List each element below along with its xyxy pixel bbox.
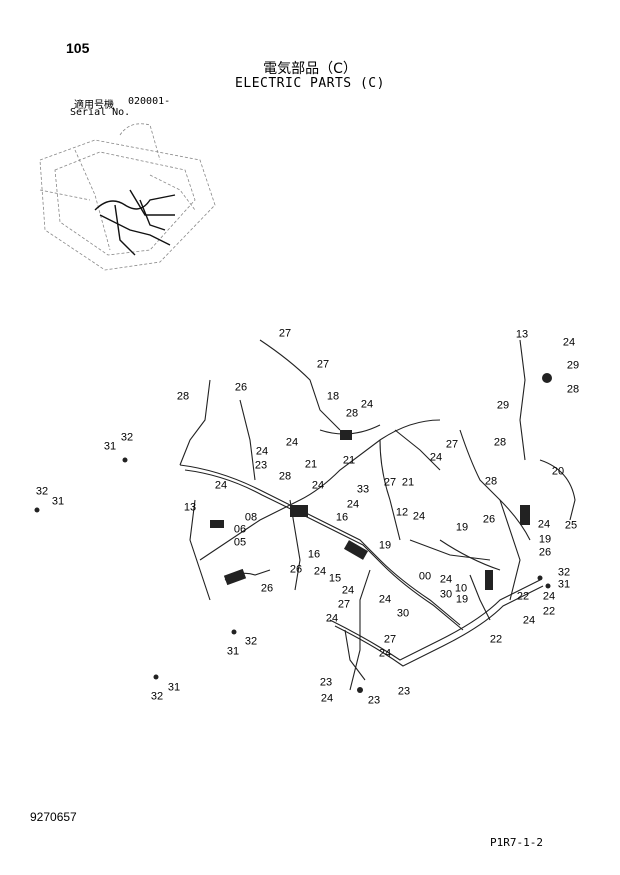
callout-label: 28 bbox=[278, 470, 292, 483]
callout-label: 31 bbox=[103, 440, 117, 453]
callout-label: 00 bbox=[418, 570, 432, 583]
callout-label: 28 bbox=[493, 436, 507, 449]
callout-label: 27 bbox=[278, 327, 292, 340]
serial-label-english: Serial No. bbox=[70, 107, 131, 118]
callout-label: 24 bbox=[412, 510, 426, 523]
callout-label: 24 bbox=[439, 573, 453, 586]
callout-label: 19 bbox=[378, 539, 392, 552]
callout-label: 15 bbox=[328, 572, 342, 585]
callout-label: 23 bbox=[397, 685, 411, 698]
callout-label: 24 bbox=[537, 518, 551, 531]
callout-label: 24 bbox=[285, 436, 299, 449]
callout-label: 08 bbox=[244, 511, 258, 524]
callout-label: 30 bbox=[439, 588, 453, 601]
callout-label: 23 bbox=[367, 694, 381, 707]
callout-label: 24 bbox=[346, 498, 360, 511]
callout-label: 29 bbox=[566, 359, 580, 372]
page-code: P1R7-1-2 bbox=[490, 836, 543, 849]
callout-label: 31 bbox=[557, 578, 571, 591]
callout-label: 32 bbox=[557, 566, 571, 579]
serial-range: 020001- bbox=[128, 96, 171, 107]
callout-label: 05 bbox=[233, 536, 247, 549]
callout-label: 24 bbox=[214, 479, 228, 492]
callout-label: 19 bbox=[538, 533, 552, 546]
callout-label: 20 bbox=[551, 465, 565, 478]
callout-label: 28 bbox=[566, 383, 580, 396]
callout-label: 24 bbox=[562, 336, 576, 349]
callout-label: 24 bbox=[378, 647, 392, 660]
callout-label: 24 bbox=[360, 398, 374, 411]
callout-label: 26 bbox=[260, 582, 274, 595]
callout-label: 24 bbox=[341, 584, 355, 597]
callout-label: 21 bbox=[401, 476, 415, 489]
callout-label: 16 bbox=[307, 548, 321, 561]
callout-label: 27 bbox=[445, 438, 459, 451]
callout-label: 16 bbox=[335, 511, 349, 524]
callout-label: 19 bbox=[455, 521, 469, 534]
callout-label: 13 bbox=[515, 328, 529, 341]
callout-label: 24 bbox=[311, 479, 325, 492]
callout-label: 31 bbox=[167, 681, 181, 694]
callout-label: 26 bbox=[289, 563, 303, 576]
callout-label: 24 bbox=[325, 612, 339, 625]
callout-label: 10 bbox=[454, 582, 468, 595]
callout-label: 32 bbox=[120, 431, 134, 444]
callout-label: 13 bbox=[183, 501, 197, 514]
callout-label: 32 bbox=[35, 485, 49, 498]
callout-label: 24 bbox=[313, 565, 327, 578]
callout-label: 24 bbox=[429, 451, 443, 464]
document-number: 9270657 bbox=[30, 810, 77, 824]
callout-label: 26 bbox=[234, 381, 248, 394]
callout-label: 24 bbox=[542, 590, 556, 603]
callout-label: 27 bbox=[383, 633, 397, 646]
callout-label: 19 bbox=[455, 593, 469, 606]
callout-label: 24 bbox=[320, 692, 334, 705]
serial-label-japanese: 適用号機 bbox=[74, 100, 114, 111]
callout-label: 28 bbox=[176, 390, 190, 403]
callout-label: 27 bbox=[337, 598, 351, 611]
callout-label: 33 bbox=[356, 483, 370, 496]
callout-label: 32 bbox=[244, 635, 258, 648]
callout-label: 21 bbox=[304, 458, 318, 471]
callout-label: 24 bbox=[255, 445, 269, 458]
callout-label: 27 bbox=[383, 476, 397, 489]
callout-label: 27 bbox=[316, 358, 330, 371]
callout-label: 28 bbox=[345, 407, 359, 420]
title-japanese: 電気部品（C） bbox=[263, 61, 357, 77]
callout-label: 30 bbox=[396, 607, 410, 620]
callout-label: 06 bbox=[233, 523, 247, 536]
callout-label: 18 bbox=[326, 390, 340, 403]
callout-label: 22 bbox=[516, 590, 530, 603]
title-english: ELECTRIC PARTS (C) bbox=[235, 76, 385, 91]
page-number: 105 bbox=[66, 40, 90, 56]
callout-label: 24 bbox=[522, 614, 536, 627]
callout-label: 28 bbox=[484, 475, 498, 488]
callout-label: 22 bbox=[489, 633, 503, 646]
callout-label: 26 bbox=[538, 546, 552, 559]
callout-label: 23 bbox=[254, 459, 268, 472]
callout-label: 32 bbox=[150, 690, 164, 703]
callout-label: 25 bbox=[564, 519, 578, 532]
callout-label: 26 bbox=[482, 513, 496, 526]
callout-label: 22 bbox=[542, 605, 556, 618]
callout-label: 31 bbox=[226, 645, 240, 658]
callout-label: 24 bbox=[378, 593, 392, 606]
callout-label: 29 bbox=[496, 399, 510, 412]
callout-label: 23 bbox=[319, 676, 333, 689]
callout-label: 31 bbox=[51, 495, 65, 508]
callout-label: 21 bbox=[342, 454, 356, 467]
callout-label: 12 bbox=[395, 506, 409, 519]
